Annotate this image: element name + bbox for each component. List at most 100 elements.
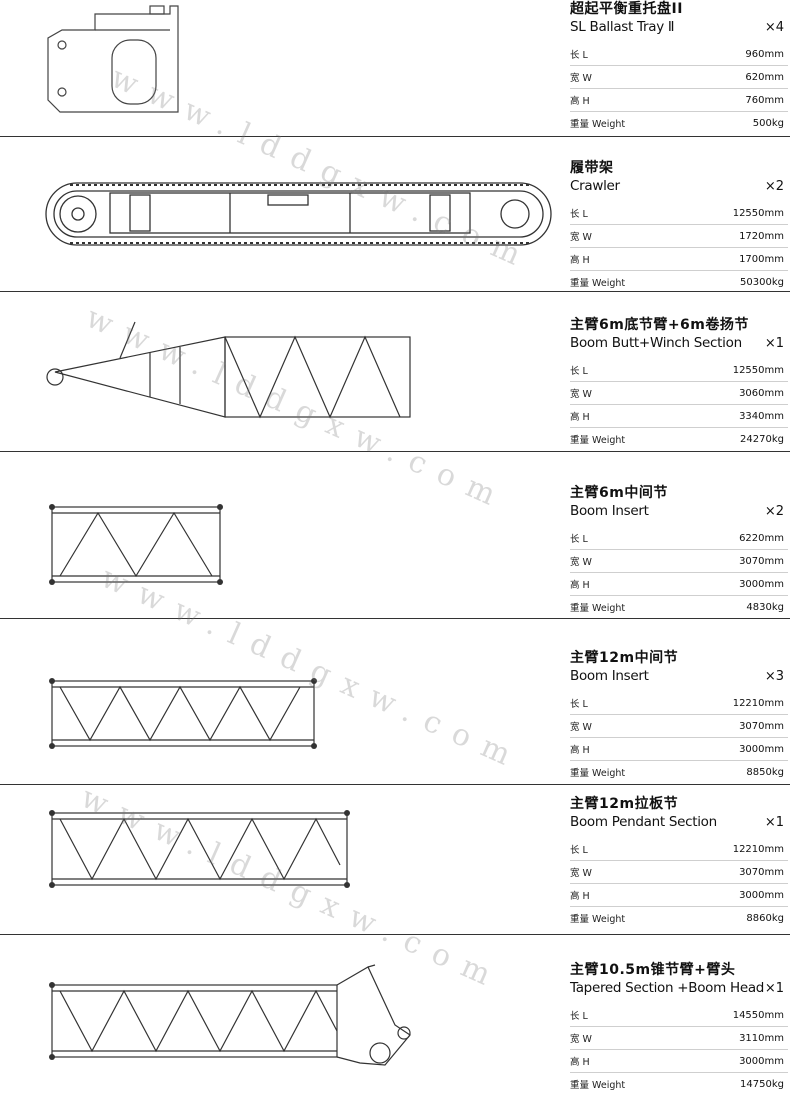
component-title-en: Crawler — [570, 178, 620, 194]
length-value: 960mm — [745, 48, 784, 60]
tapered-section-spec: 主臂10.5m锥节臂+臂头 Tapered Section +Boom Head… — [570, 961, 788, 1095]
width-label: 宽 W — [570, 73, 592, 84]
length-label: 长 L — [570, 50, 588, 61]
component-row-boom-insert-12m: 主臂12m中间节 Boom Insert ×3 长 L 12210mm 宽 W 30… — [0, 619, 790, 784]
width-label: 宽 W — [570, 1034, 592, 1045]
weight-label: 重量 Weight — [570, 278, 626, 289]
boom-pendant-drawing — [0, 785, 560, 930]
height-label: 高 H — [570, 891, 590, 902]
row-separator — [0, 934, 790, 935]
component-title-en: Boom Insert — [570, 503, 649, 519]
length-label: 长 L — [570, 534, 588, 545]
component-title-en: Boom Insert — [570, 668, 649, 684]
width-value: 3070mm — [739, 866, 784, 878]
width-value: 3070mm — [739, 720, 784, 732]
boom-insert-6m-drawing — [0, 452, 560, 612]
weight-value: 8860kg — [746, 912, 784, 924]
component-title-cn: 主臂12m中间节 — [570, 650, 679, 666]
weight-value: 4830kg — [746, 601, 784, 613]
length-value: 6220mm — [739, 532, 784, 544]
weight-label: 重量 Weight — [570, 119, 626, 130]
tapered-section-drawing — [0, 935, 560, 1094]
length-value: 12210mm — [732, 843, 784, 855]
height-value: 3000mm — [739, 1055, 784, 1067]
component-title-en: Boom Butt+Winch Section — [570, 335, 742, 351]
weight-label: 重量 Weight — [570, 435, 626, 446]
length-value: 12550mm — [732, 364, 784, 376]
row-separator — [0, 784, 790, 785]
component-quantity: ×2 — [764, 504, 784, 519]
weight-value: 8850kg — [746, 766, 784, 778]
boom-insert-12m-spec: 主臂12m中间节 Boom Insert ×3 长 L 12210mm 宽 W 30… — [570, 649, 788, 783]
boom-insert-6m-spec: 主臂6m中间节 Boom Insert ×2 长 L 6220mm 宽 W 3070… — [570, 484, 788, 618]
component-title-cn: 主臂12m拉板节 — [570, 796, 679, 812]
component-quantity: ×3 — [764, 669, 784, 684]
component-row-boom-pendant: 主臂12m拉板节 Boom Pendant Section ×1 长 L 1221… — [0, 785, 790, 934]
crawler-drawing — [0, 137, 560, 287]
width-label: 宽 W — [570, 722, 592, 733]
weight-label: 重量 Weight — [570, 1080, 626, 1091]
height-value: 3000mm — [739, 743, 784, 755]
weight-value: 14750kg — [740, 1078, 784, 1090]
width-value: 1720mm — [739, 230, 784, 242]
ballast-tray-drawing — [0, 0, 560, 130]
component-row-boom-insert-6m: 主臂6m中间节 Boom Insert ×2 长 L 6220mm 宽 W 3070… — [0, 452, 790, 618]
component-title-cn: 主臂6m底节臂+6m卷扬节 — [570, 317, 749, 333]
width-value: 3110mm — [739, 1032, 784, 1044]
weight-value: 24270kg — [740, 433, 784, 445]
row-separator — [0, 291, 790, 292]
length-value: 14550mm — [732, 1009, 784, 1021]
length-value: 12210mm — [732, 697, 784, 709]
length-label: 长 L — [570, 366, 588, 377]
boom-butt-drawing — [0, 292, 560, 447]
height-label: 高 H — [570, 96, 590, 107]
weight-label: 重量 Weight — [570, 914, 626, 925]
height-value: 3000mm — [739, 889, 784, 901]
component-row-boom-butt: 主臂6m底节臂+6m卷扬节 Boom Butt+Winch Section ×1… — [0, 292, 790, 451]
weight-value: 50300kg — [740, 276, 784, 288]
height-label: 高 H — [570, 412, 590, 423]
component-quantity: ×2 — [764, 179, 784, 194]
component-row-tapered-section: 主臂10.5m锥节臂+臂头 Tapered Section +Boom Head… — [0, 935, 790, 1094]
length-label: 长 L — [570, 1011, 588, 1022]
row-separator — [0, 136, 790, 137]
length-label: 长 L — [570, 699, 588, 710]
length-label: 长 L — [570, 845, 588, 856]
component-quantity: ×1 — [764, 815, 784, 830]
component-title-cn: 主臂10.5m锥节臂+臂头 — [570, 962, 736, 978]
height-label: 高 H — [570, 1057, 590, 1068]
component-title-en: SL Ballast Tray Ⅱ — [570, 19, 675, 35]
row-separator — [0, 451, 790, 452]
component-title-en: Boom Pendant Section — [570, 814, 717, 830]
component-title-cn: 超起平衡重托盘II — [570, 1, 683, 17]
weight-value: 500kg — [752, 117, 784, 129]
width-label: 宽 W — [570, 232, 592, 243]
boom-pendant-spec: 主臂12m拉板节 Boom Pendant Section ×1 长 L 1221… — [570, 795, 788, 929]
height-value: 3000mm — [739, 578, 784, 590]
component-title-cn: 履带架 — [570, 160, 614, 176]
component-title-cn: 主臂6m中间节 — [570, 485, 668, 501]
length-label: 长 L — [570, 209, 588, 220]
boom-butt-spec: 主臂6m底节臂+6m卷扬节 Boom Butt+Winch Section ×1… — [570, 316, 788, 450]
component-title-en: Tapered Section +Boom Head — [570, 980, 765, 996]
height-label: 高 H — [570, 745, 590, 756]
component-quantity: ×1 — [764, 336, 784, 351]
height-value: 1700mm — [739, 253, 784, 265]
height-value: 3340mm — [739, 410, 784, 422]
width-value: 3070mm — [739, 555, 784, 567]
weight-label: 重量 Weight — [570, 768, 626, 779]
length-value: 12550mm — [732, 207, 784, 219]
boom-insert-12m-drawing — [0, 619, 560, 779]
width-label: 宽 W — [570, 868, 592, 879]
weight-label: 重量 Weight — [570, 603, 626, 614]
component-quantity: ×1 — [764, 981, 784, 996]
width-label: 宽 W — [570, 557, 592, 568]
height-label: 高 H — [570, 580, 590, 591]
width-value: 620mm — [745, 71, 784, 83]
width-value: 3060mm — [739, 387, 784, 399]
row-separator — [0, 618, 790, 619]
height-value: 760mm — [745, 94, 784, 106]
